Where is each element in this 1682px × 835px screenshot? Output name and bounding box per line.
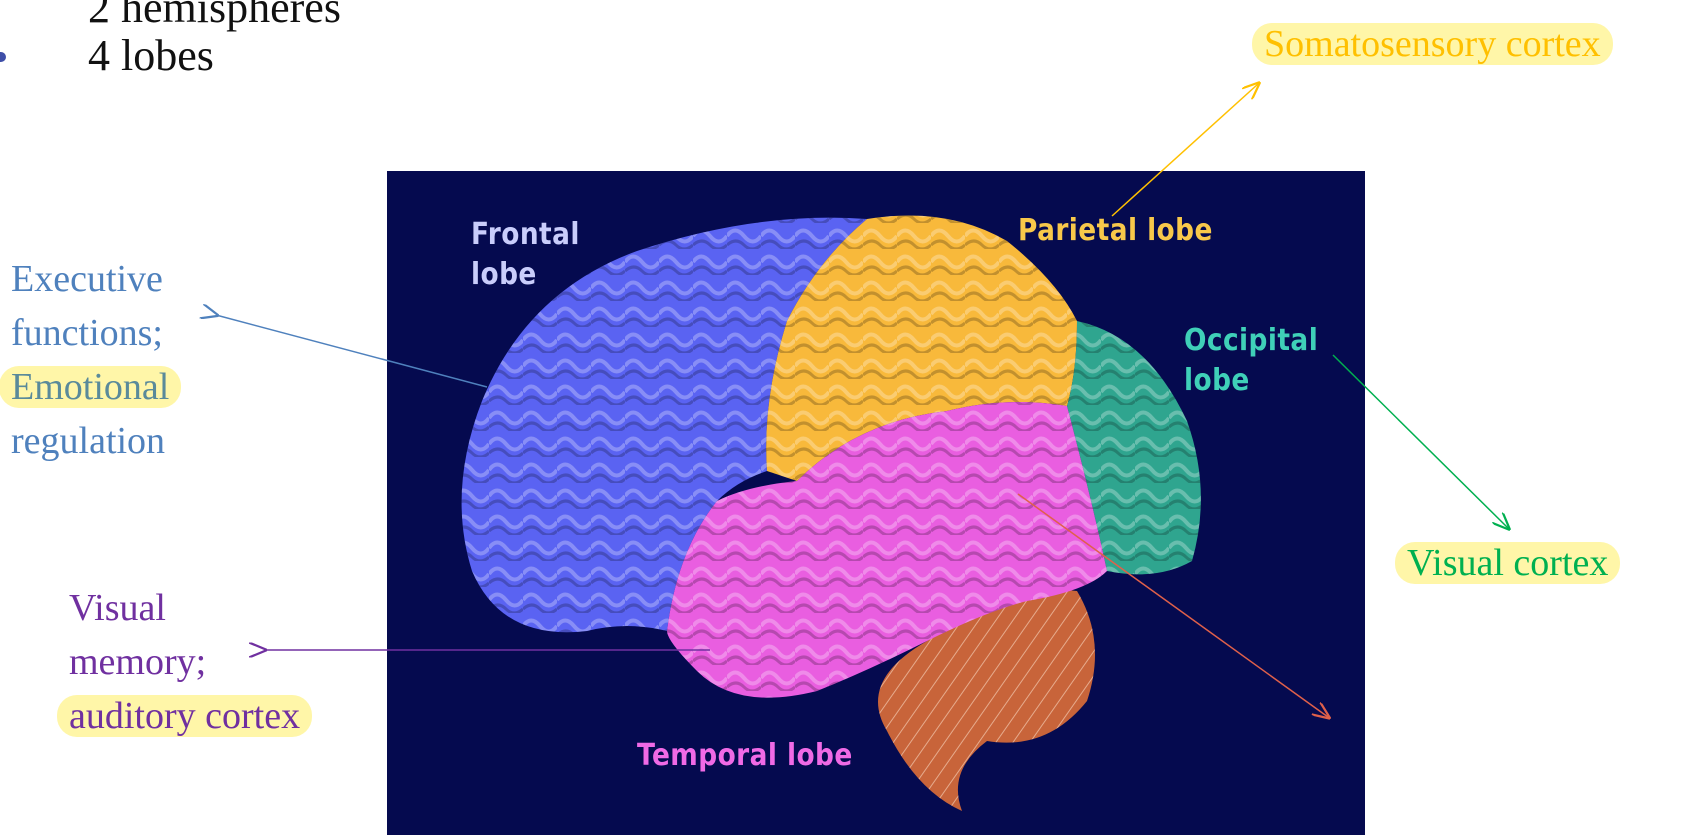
bullet-lobes-text: 4 lobes: [88, 31, 214, 80]
bullet-lobes: 4 lobes: [0, 31, 214, 80]
frontal-function-line2: functions;: [11, 312, 163, 354]
frontal-functions-label: Executive functions; Emotional regulatio…: [0, 252, 182, 468]
bullet-dot-icon: [0, 52, 6, 62]
frontal-lobe-label-line1: Frontal: [471, 217, 580, 252]
parietal-function-text: Somatosensory cortex: [1252, 23, 1613, 65]
frontal-lobe-label-line2: lobe: [471, 257, 537, 292]
temporal-function-line1: Visual: [69, 587, 166, 629]
bullet-hemispheres-text: 2 hemispheres: [88, 0, 341, 32]
parietal-lobe-label-text: Parietal lobe: [1018, 213, 1213, 248]
temporal-lobe-label-text: Temporal lobe: [637, 738, 853, 773]
frontal-function-line4: regulation: [11, 420, 166, 462]
bullet-hemispheres: 2 hemispheres: [88, 0, 341, 30]
frontal-function-line1: Executive: [11, 258, 163, 300]
parietal-lobe-label: Parietal lobe: [1018, 211, 1213, 251]
brain-image: Frontal lobe Parietal lobe Occipital lob…: [387, 171, 1365, 835]
frontal-function-line3: Emotional: [0, 366, 182, 408]
occipital-lobe-label: Occipital lobe: [1184, 321, 1318, 401]
temporal-function-line2: memory;: [69, 641, 207, 683]
temporal-functions-label: Visual memory; auditory cortex: [57, 581, 313, 743]
occipital-lobe-label-line1: Occipital: [1184, 323, 1319, 358]
frontal-lobe-label: Frontal lobe: [471, 215, 580, 295]
occipital-function-label: Visual cortex: [1395, 536, 1621, 590]
temporal-function-line3: auditory cortex: [57, 695, 313, 737]
occipital-function-text: Visual cortex: [1395, 542, 1621, 584]
temporal-lobe-label: Temporal lobe: [637, 736, 853, 776]
parietal-function-label: Somatosensory cortex: [1252, 17, 1613, 71]
occipital-lobe-label-line2: lobe: [1184, 363, 1250, 398]
